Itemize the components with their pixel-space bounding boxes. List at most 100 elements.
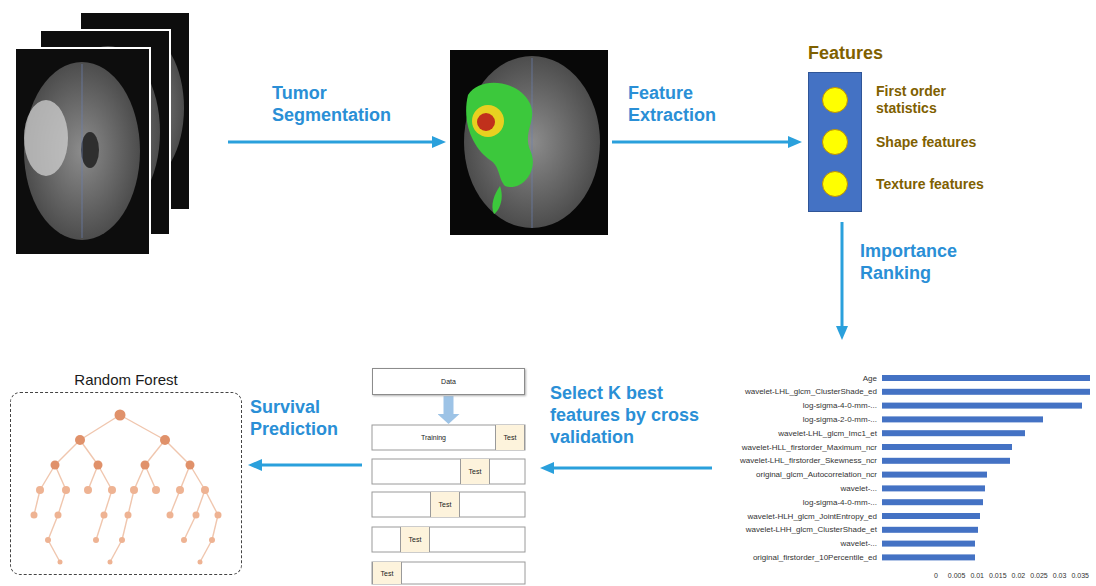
axis-tick: 0.035 (1071, 571, 1089, 581)
tree-branch (165, 440, 190, 465)
model-box: Random Forest (10, 370, 242, 575)
test-fold: Test (495, 425, 525, 450)
bar-chart (882, 375, 1090, 560)
feature-name: wavelet-LHL_glcm_Imc1_et (690, 428, 877, 439)
tree-branch (55, 440, 80, 465)
tree-node (62, 486, 70, 494)
axis-tick: 0.005 (948, 571, 966, 581)
tree-node (167, 512, 174, 519)
tree-node (94, 461, 103, 470)
tree-node (198, 560, 203, 565)
importance-bar (882, 541, 975, 547)
fold-label: Test (409, 535, 422, 544)
step-label: Select K best features by cross validati… (550, 382, 730, 448)
midline (82, 64, 83, 238)
tree-branch (48, 540, 60, 562)
feature-name: Age (690, 373, 877, 384)
tree-node (201, 486, 209, 494)
necrotic-core (477, 113, 495, 131)
feature-name: log-sigma-4-0-mm-... (690, 497, 877, 508)
tree-node (193, 512, 200, 519)
tree-branch (120, 415, 165, 440)
tree-branch (122, 515, 128, 540)
axis-tick: 0.02 (1012, 571, 1026, 581)
tree-branch (48, 515, 58, 540)
importance-bar (882, 527, 978, 533)
importance-bar (882, 513, 980, 519)
feature-name: log-sigma-4-0-mm-... (690, 400, 877, 411)
importance-bar (882, 403, 1082, 409)
tree-node (160, 435, 170, 445)
importance-bar (882, 375, 1090, 381)
feature-name: original_glcm_Autocorrelation_ncr (690, 469, 877, 480)
feature-dot (822, 171, 848, 197)
fold-label: Test (469, 467, 482, 476)
tree-branch (205, 490, 218, 515)
fold-row (372, 562, 525, 584)
tree-branch (96, 515, 104, 540)
fold-row (372, 425, 525, 450)
tree-node (45, 537, 51, 543)
flow-connector (444, 396, 454, 414)
data-box: Data (372, 368, 525, 395)
importance-bar (882, 458, 1010, 464)
tree-node (51, 461, 60, 470)
midline (532, 58, 533, 228)
flow-arrow (841, 222, 844, 326)
tree-node (31, 512, 38, 519)
mri-slice (15, 48, 150, 255)
importance-bar (882, 499, 983, 505)
test-fold: Test (460, 459, 490, 484)
fold-label: Data (441, 377, 456, 386)
edema-region (492, 186, 501, 214)
step-label: Feature Extraction (628, 82, 768, 126)
tree-node (181, 537, 187, 543)
importance-bar (882, 472, 987, 478)
tree-node (108, 560, 113, 565)
tree-node (58, 560, 63, 565)
tree-node (36, 486, 44, 494)
dashed-frame (10, 392, 242, 575)
importance-bar (882, 444, 1012, 450)
tree-node (176, 486, 184, 494)
fold-row (372, 492, 525, 517)
tree-node (101, 512, 108, 519)
step-label: Tumor Segmentation (272, 82, 422, 126)
fold-row (372, 527, 525, 552)
feature-dot (822, 87, 848, 113)
tree-node (152, 486, 160, 494)
brain (464, 56, 600, 228)
step-label: Importance Ranking (860, 240, 985, 284)
fold-label: Training (421, 433, 446, 442)
tree-branch (200, 540, 212, 562)
flow-arrow (262, 464, 362, 467)
tree-illustration (31, 410, 222, 565)
feature-name: wavelet-... (690, 483, 877, 494)
tree-branch (110, 540, 122, 562)
tree-node (130, 486, 138, 494)
feature-name: wavelet-LHL_glcm_ClusterShade_ed (690, 386, 877, 397)
importance-bar (882, 416, 1043, 422)
training-fold: Training (372, 425, 495, 450)
feature-name: wavelet-LHH_glcm_ClusterShade_et (690, 524, 877, 535)
feature-type: Texture features (876, 176, 984, 193)
tree-node (186, 461, 195, 470)
feature-dot (822, 129, 848, 155)
tree-node (84, 486, 92, 494)
brain (24, 62, 140, 240)
tree-node (75, 435, 85, 445)
fold-rows (372, 425, 525, 584)
tree-node (119, 537, 125, 543)
feature-group: FeaturesFirst order statisticsShape feat… (808, 40, 1008, 220)
test-fold: Test (372, 562, 402, 584)
tree-node (209, 537, 215, 543)
flow-arrow (612, 141, 788, 144)
flow-arrow (554, 467, 712, 470)
tree-branch (80, 415, 120, 440)
tree-node (55, 512, 62, 519)
axis-tick: 0 (934, 571, 938, 581)
flow-arrow (228, 141, 432, 144)
tree-node (215, 512, 222, 519)
